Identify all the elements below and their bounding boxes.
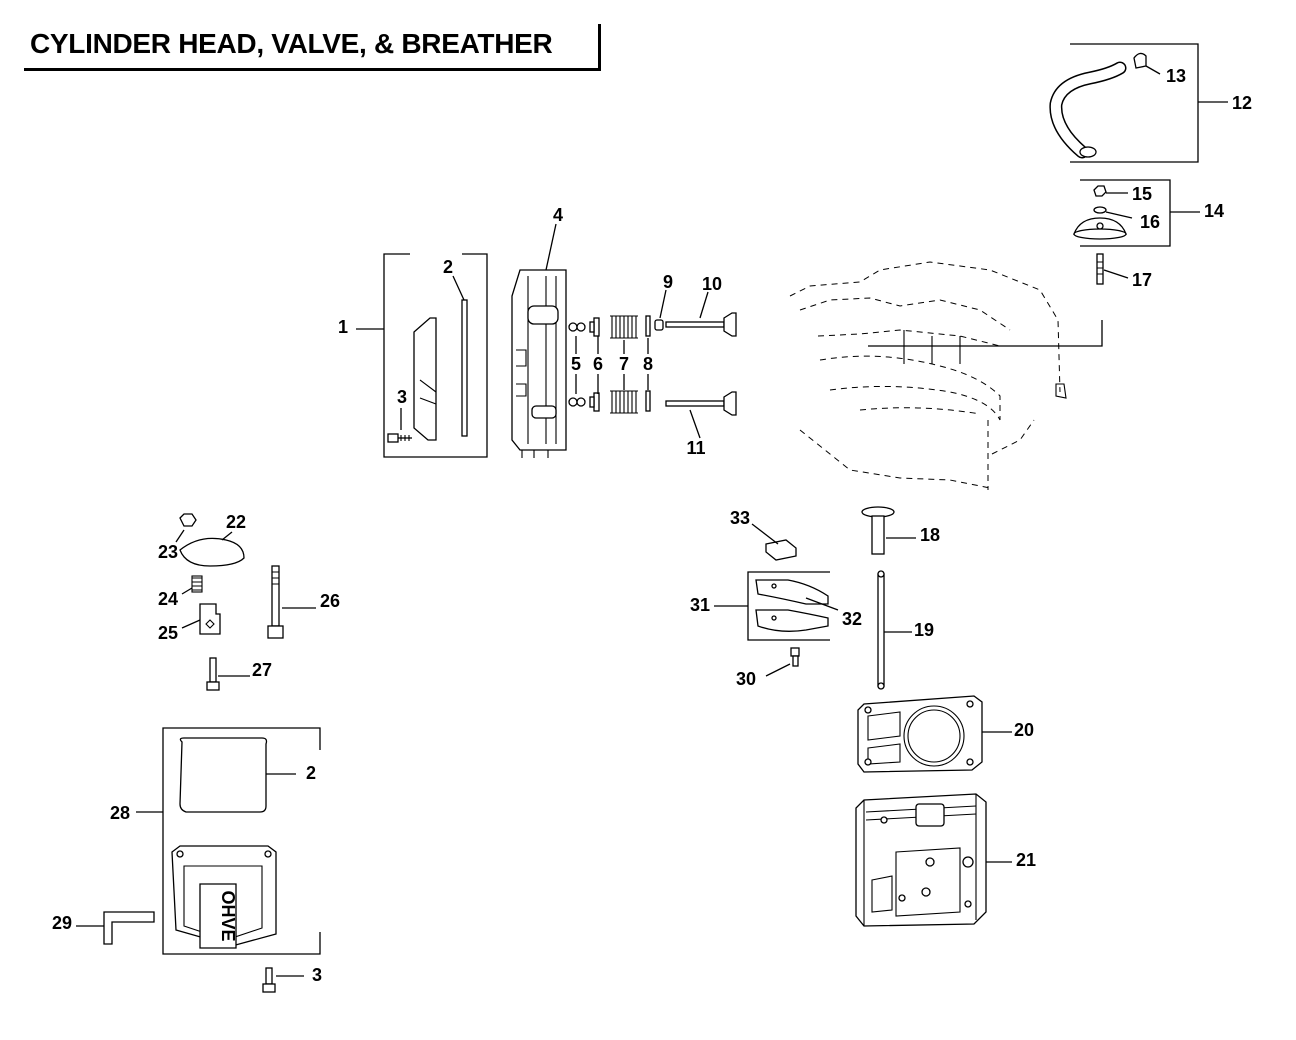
group-31-bracket (714, 571, 830, 641)
callout-23: 23 (158, 542, 178, 562)
group-12-bracket (1070, 43, 1228, 163)
callout-8: 8 (643, 354, 653, 374)
diagram-title: CYLINDER HEAD, VALVE, & BREATHER (30, 28, 553, 59)
callout-13: 13 (1166, 66, 1186, 86)
spring-24-part (191, 575, 203, 593)
stud-17-part (1096, 253, 1104, 285)
callout-25: 25 (158, 623, 178, 643)
spring-seat-8-lower (645, 390, 651, 412)
callout-5: 5 (571, 354, 581, 374)
callout-29: 29 (52, 913, 72, 933)
callout-31: 31 (690, 595, 710, 615)
valve-cap-9 (654, 319, 664, 331)
cylinder-head-side-part (511, 269, 567, 458)
valve-guide-18-part (861, 506, 895, 555)
valve-cover-part (171, 845, 277, 949)
callout-30: 30 (736, 669, 756, 689)
callout-26: 26 (320, 591, 340, 611)
callout-12: 12 (1232, 93, 1252, 113)
pivot-25-part (199, 603, 221, 635)
callout-27: 27 (252, 660, 272, 680)
callout-16: 16 (1140, 212, 1160, 232)
callout-24: 24 (158, 589, 178, 609)
washer-16-part (1093, 206, 1107, 214)
screw-3-part (387, 433, 412, 443)
cylinder-head-21-part (855, 793, 987, 927)
callout-18: 18 (920, 525, 940, 545)
exhaust-valve-10 (665, 312, 737, 337)
callout-11: 11 (686, 438, 705, 458)
callout-19: 19 (914, 620, 934, 640)
plate-32-part (755, 579, 829, 632)
callout-28: 28 (110, 803, 130, 823)
hose-clamp-13-part (1133, 52, 1147, 69)
cover-emboss-text: OHVE (218, 890, 238, 941)
cover-gasket-2-part (179, 737, 268, 813)
callout-2: 2 (443, 257, 453, 277)
bracket-29-part (103, 911, 155, 945)
callout-33: 33 (730, 508, 750, 528)
spring-seat-8-upper (645, 315, 651, 337)
callout-2-lower: 2 (306, 763, 316, 783)
head-gasket-20-part (857, 695, 983, 773)
group-14-bracket (1080, 179, 1200, 247)
callout-9: 9 (663, 272, 673, 292)
callout-3-lower: 3 (312, 965, 322, 985)
callout-15: 15 (1132, 184, 1152, 204)
screw-30-part (790, 647, 800, 667)
retainer-keeper-5-upper (568, 322, 586, 332)
callout-20: 20 (1014, 720, 1034, 740)
callout-21: 21 (1016, 850, 1036, 870)
engine-block-reference-outline (789, 261, 1103, 490)
callout-10: 10 (702, 274, 722, 294)
breather-plate-part (413, 317, 437, 441)
breather-cover-part (1073, 217, 1127, 240)
valve-spring-7-upper (610, 315, 638, 339)
group-1-bracket (356, 253, 488, 458)
push-rod-19-part (877, 570, 885, 690)
title-box: CYLINDER HEAD, VALVE, & BREATHER (24, 24, 601, 71)
nut-23-part (179, 513, 197, 527)
callout-22: 22 (226, 512, 246, 532)
callout-32: 32 (842, 609, 862, 629)
screw-3-lower-part (262, 967, 276, 993)
spring-cap-6-upper (589, 317, 600, 337)
callout-4: 4 (553, 205, 563, 225)
rocker-stud-26-part (267, 565, 284, 639)
callout-14: 14 (1204, 201, 1224, 221)
group-28-bracket (136, 727, 321, 955)
spring-cap-6-lower (589, 392, 600, 412)
rocker-arm-22-part (179, 537, 245, 567)
intake-valve-11 (665, 391, 737, 416)
breather-hose-part (1049, 61, 1127, 159)
callout-1: 1 (338, 317, 348, 337)
retainer-keeper-5-lower (568, 397, 586, 407)
callout-7: 7 (619, 354, 629, 374)
block-33-part (765, 539, 797, 561)
valve-spring-7-lower (610, 390, 638, 414)
callout-17: 17 (1132, 270, 1152, 290)
callout-3: 3 (397, 387, 407, 407)
gasket-strip-part (461, 299, 468, 437)
callout-6: 6 (593, 354, 603, 374)
screw-27-part (206, 657, 220, 691)
nut-15-part (1093, 185, 1107, 197)
